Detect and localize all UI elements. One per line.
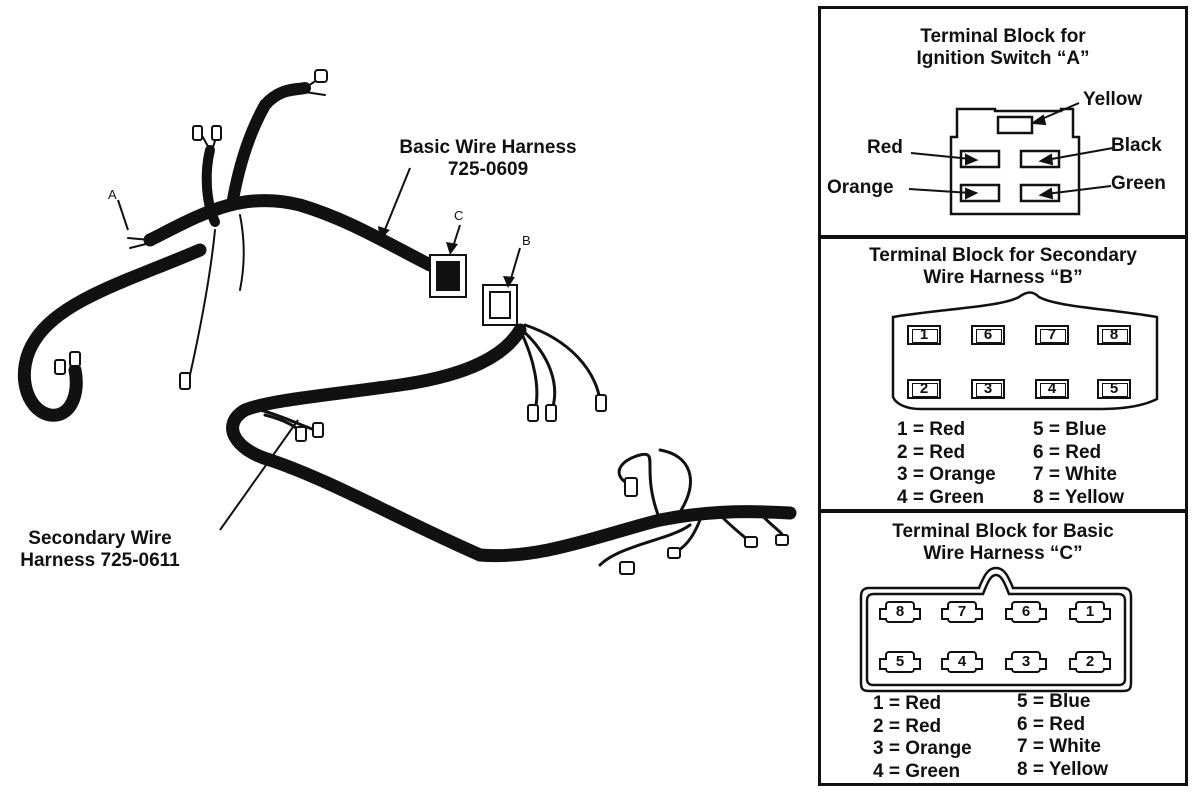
wire-label-yellow: Yellow bbox=[1083, 89, 1143, 110]
terminal-c-pin: 4 bbox=[941, 651, 983, 673]
panel-b-legend-left: 1 = Red 2 = Red 3 = Orange 4 = Green bbox=[897, 419, 996, 509]
legend-entry: 4 = Green bbox=[897, 486, 985, 508]
terminal-c-pin: 2 bbox=[1069, 651, 1111, 673]
harness-illustration bbox=[17, 69, 797, 575]
legend-entry: 7 = White bbox=[1017, 736, 1101, 757]
terminal-c-pin: 7 bbox=[941, 601, 983, 623]
terminal-c-pin: 1 bbox=[1069, 601, 1111, 623]
callout-b: B bbox=[522, 233, 531, 248]
secondary-harness-name: Secondary Wire bbox=[28, 528, 172, 549]
basic-harness-branch-left bbox=[201, 145, 220, 227]
legend-entry: 1 = Red bbox=[873, 693, 942, 714]
legend-entry: 8 = Yellow bbox=[1033, 486, 1125, 508]
panel-c-title-line1: Terminal Block for Basic bbox=[892, 521, 1114, 542]
terminal-c-pin: 5 bbox=[879, 651, 921, 673]
legend-entry: 1 = Red bbox=[897, 419, 966, 440]
legend-entry: 4 = Green bbox=[873, 760, 961, 782]
panel-a-title-line1: Terminal Block for bbox=[920, 26, 1086, 47]
terminal-b-pin: 1 bbox=[907, 325, 941, 345]
panel-basic-harness: Terminal Block for Basic Wire Harness “C… bbox=[818, 510, 1188, 786]
terminal-b-pin: 2 bbox=[907, 379, 941, 399]
terminal-c-pin: 8 bbox=[879, 601, 921, 623]
panel-b-title-line1: Terminal Block for Secondary bbox=[869, 245, 1137, 266]
basic-harness-part-number: 725-0609 bbox=[447, 159, 529, 180]
terminal-b-pin: 7 bbox=[1035, 325, 1069, 345]
basic-harness-name: Basic Wire Harness bbox=[399, 137, 577, 158]
terminal-b-pin: 4 bbox=[1035, 379, 1069, 399]
legend-entry: 8 = Yellow bbox=[1017, 758, 1109, 780]
basic-harness-label: Basic Wire Harness 725-0609 bbox=[378, 137, 598, 181]
legend-entry: 3 = Orange bbox=[897, 464, 996, 485]
panel-c-legend-left: 1 = Red 2 = Red 3 = Orange 4 = Green bbox=[873, 693, 972, 783]
panel-b-title-line2: Wire Harness “B” bbox=[923, 267, 1083, 288]
basic-harness-loop bbox=[17, 243, 207, 422]
panel-c-title-line2: Wire Harness “C” bbox=[923, 543, 1083, 564]
panel-c-title: Terminal Block for Basic Wire Harness “C… bbox=[821, 521, 1185, 565]
wire-label-red: Red bbox=[867, 137, 903, 158]
basic-harness-branch-up bbox=[226, 82, 311, 211]
terminal-c-pin: 6 bbox=[1005, 601, 1047, 623]
legend-entry: 6 = Red bbox=[1017, 713, 1086, 735]
panel-a-title: Terminal Block for Ignition Switch “A” bbox=[821, 26, 1185, 70]
legend-entry: 3 = Orange bbox=[873, 738, 972, 759]
callout-c: C bbox=[454, 208, 464, 223]
panel-secondary-harness: Terminal Block for Secondary Wire Harnes… bbox=[818, 236, 1188, 512]
legend-entry: 7 = White bbox=[1033, 464, 1117, 485]
secondary-block-outline bbox=[891, 291, 1159, 411]
terminal-b-pin: 3 bbox=[971, 379, 1005, 399]
legend-entry: 2 = Red bbox=[897, 441, 966, 463]
panel-ignition-switch: Terminal Block for Ignition Switch “A” Y… bbox=[818, 6, 1188, 238]
legend-entry: 5 = Blue bbox=[1033, 419, 1107, 440]
terminal-c-pin: 3 bbox=[1005, 651, 1047, 673]
basic-harness-thin-wire bbox=[189, 229, 216, 376]
secondary-harness-cable bbox=[226, 323, 797, 563]
secondary-harness-label: Secondary Wire Harness 725-0611 bbox=[0, 528, 200, 572]
legend-entry: 5 = Blue bbox=[1017, 691, 1091, 712]
secondary-harness-part-number: Harness 725-0611 bbox=[20, 550, 180, 571]
panel-b-title: Terminal Block for Secondary Wire Harnes… bbox=[821, 245, 1185, 289]
panel-a-title-line2: Ignition Switch “A” bbox=[916, 48, 1090, 69]
terminal-b-pin: 5 bbox=[1097, 379, 1131, 399]
basic-harness-cable bbox=[143, 194, 437, 272]
ignition-switch-block-drawing bbox=[908, 102, 1114, 216]
wire-label-orange: Orange bbox=[827, 177, 894, 198]
panel-c-legend-right: 5 = Blue 6 = Red 7 = White 8 = Yellow bbox=[1017, 691, 1108, 781]
terminal-b-pin: 8 bbox=[1097, 325, 1131, 345]
basic-block-outline bbox=[859, 566, 1133, 693]
wire-label-green: Green bbox=[1111, 173, 1166, 194]
terminal-b-pin: 6 bbox=[971, 325, 1005, 345]
wire-label-black: Black bbox=[1111, 135, 1162, 156]
callout-a: A bbox=[108, 187, 117, 202]
panel-b-legend-right: 5 = Blue 6 = Red 7 = White 8 = Yellow bbox=[1033, 419, 1124, 509]
legend-entry: 2 = Red bbox=[873, 715, 942, 737]
legend-entry: 6 = Red bbox=[1033, 441, 1102, 463]
